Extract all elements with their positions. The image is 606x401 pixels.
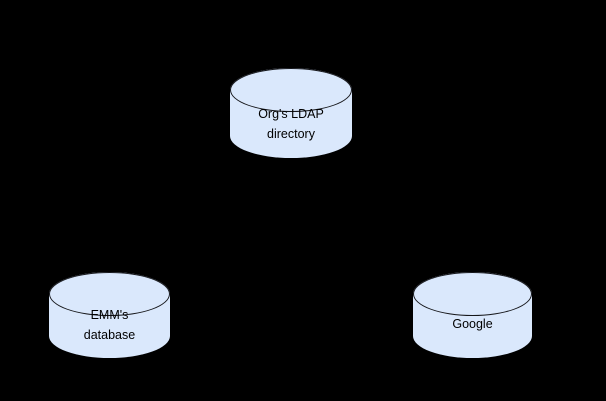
node-org-ldap-directory[interactable]: Org's LDAP directory — [230, 68, 352, 158]
node-label-emm-database: EMM's database — [83, 308, 136, 342]
cylinder-top-ellipse — [413, 272, 532, 316]
node-google-database[interactable]: Google — [413, 272, 532, 358]
node-label-google-database: Google — [452, 317, 493, 331]
cylinder-top-ellipse — [49, 272, 170, 316]
node-emm-database[interactable]: EMM's database — [49, 272, 170, 358]
cylinder-top-ellipse — [230, 68, 352, 112]
node-label-org-ldap-directory: Org's LDAP directory — [258, 107, 324, 141]
